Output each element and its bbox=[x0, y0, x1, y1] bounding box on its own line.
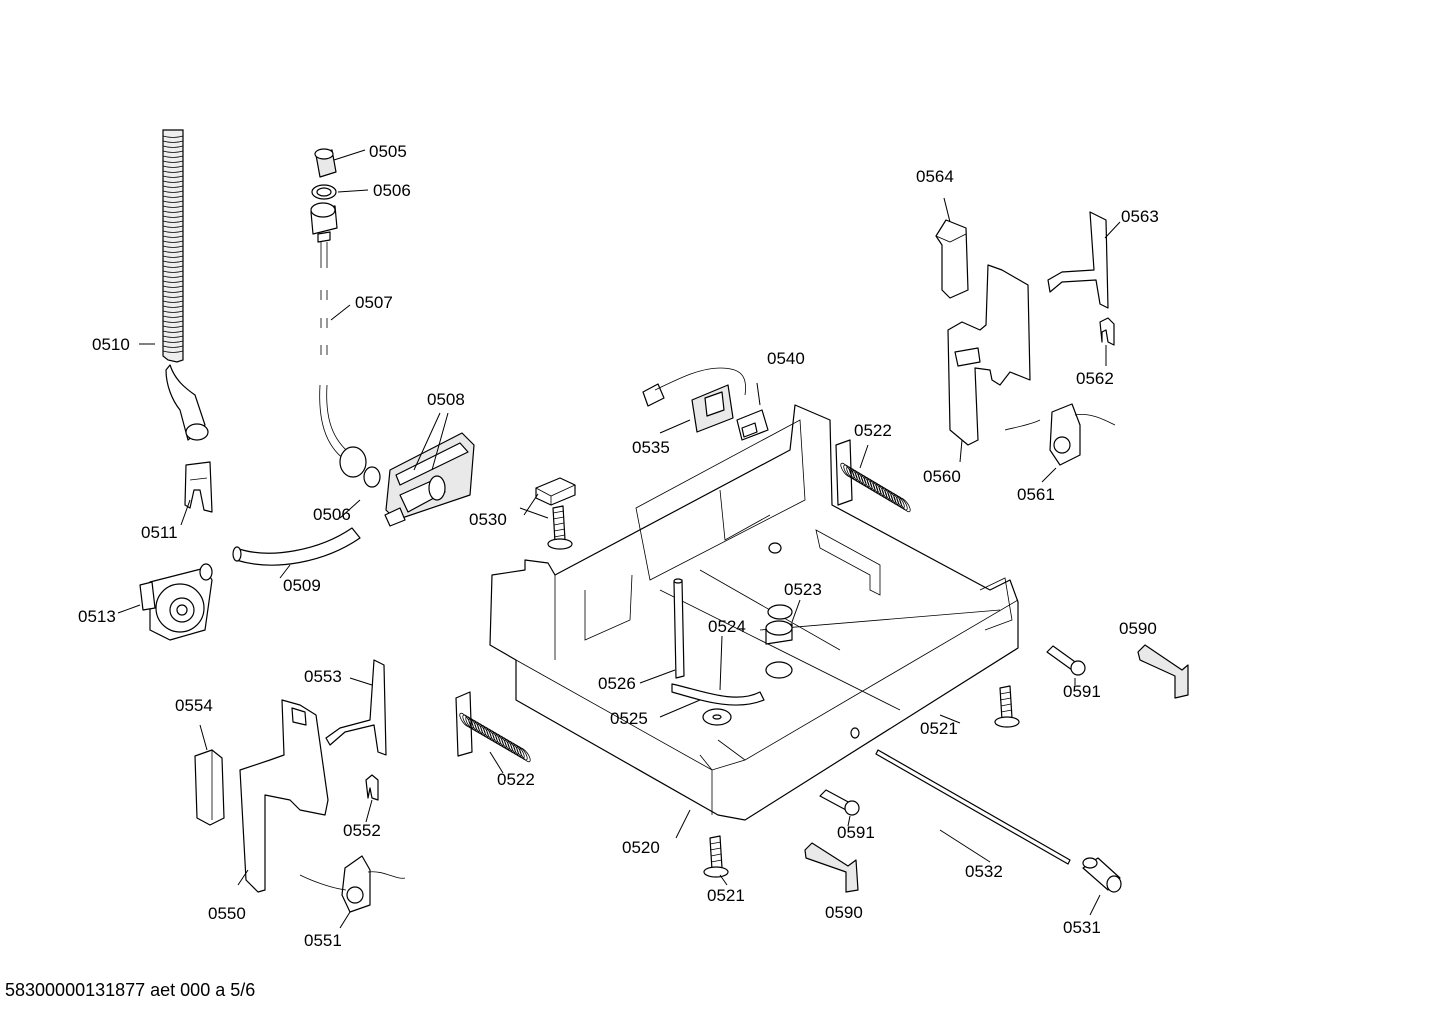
cover-0554-part bbox=[194, 749, 225, 826]
foot-screw-right-part bbox=[994, 685, 1020, 728]
spring-upper-part bbox=[835, 439, 911, 513]
sump-seal-part bbox=[765, 604, 793, 679]
label-0513: 0513 bbox=[78, 607, 116, 626]
cover-0564-part bbox=[935, 219, 969, 299]
label-0591-right: 0591 bbox=[1063, 682, 1101, 701]
bracket-0553-part bbox=[325, 659, 387, 756]
label-0532: 0532 bbox=[965, 862, 1003, 881]
label-0553: 0553 bbox=[304, 667, 342, 686]
inlet-valve-assembly-part bbox=[339, 432, 475, 527]
label-0505: 0505 bbox=[369, 142, 407, 161]
clip-0562-part bbox=[1099, 317, 1115, 346]
supply-hose-part bbox=[310, 202, 353, 461]
valve-cap-part bbox=[314, 148, 337, 178]
bracket-0550-part bbox=[239, 699, 329, 893]
adjusting-knob-part bbox=[1082, 857, 1122, 893]
label-0554: 0554 bbox=[175, 696, 213, 715]
screw-upper-part bbox=[1046, 645, 1086, 676]
label-0509: 0509 bbox=[283, 576, 321, 595]
label-0540: 0540 bbox=[767, 349, 805, 368]
label-0535: 0535 bbox=[632, 438, 670, 457]
bracket-and-disc-part bbox=[671, 683, 765, 726]
label-0552: 0552 bbox=[343, 821, 381, 840]
label-0510: 0510 bbox=[92, 335, 130, 354]
guide-rod-part bbox=[673, 578, 685, 679]
label-0521-right: 0521 bbox=[920, 719, 958, 738]
screw-lower-part bbox=[819, 789, 860, 816]
label-0523: 0523 bbox=[784, 580, 822, 599]
label-0530: 0530 bbox=[469, 510, 507, 529]
label-0550: 0550 bbox=[208, 904, 246, 923]
label-0561: 0561 bbox=[1017, 485, 1055, 504]
foot-screw-part bbox=[547, 505, 573, 550]
label-0560: 0560 bbox=[923, 467, 961, 486]
label-0551: 0551 bbox=[304, 931, 342, 950]
foot-screw-bottom-part bbox=[703, 835, 729, 878]
bracket-0560-part bbox=[947, 264, 1031, 446]
label-0563: 0563 bbox=[1121, 207, 1159, 226]
pump-part bbox=[139, 563, 213, 641]
label-0506-lower: 0506 bbox=[313, 505, 351, 524]
label-0564: 0564 bbox=[916, 167, 954, 186]
part-labels: 0505 0506 0507 0508 0506 0509 0510 0511 … bbox=[78, 142, 1159, 950]
base-frame-part bbox=[489, 404, 1019, 821]
label-0531: 0531 bbox=[1063, 918, 1101, 937]
bracket-0563-part bbox=[1047, 211, 1109, 309]
rail-upper-part bbox=[1137, 644, 1189, 699]
connecting-hose-part bbox=[232, 527, 361, 566]
label-0524: 0524 bbox=[708, 617, 746, 636]
label-0590-right: 0590 bbox=[1119, 619, 1157, 638]
foot-block-part bbox=[535, 477, 576, 506]
label-0506-upper: 0506 bbox=[373, 181, 411, 200]
sensor-0561-part bbox=[1004, 403, 1116, 466]
leader-lines bbox=[117, 149, 1121, 929]
rail-lower-part bbox=[804, 842, 859, 893]
label-0526: 0526 bbox=[598, 674, 636, 693]
label-0522-lower: 0522 bbox=[497, 770, 535, 789]
label-0525: 0525 bbox=[610, 709, 648, 728]
cable-harness-part bbox=[642, 367, 769, 441]
seal-ring-part bbox=[311, 184, 337, 200]
label-0522-upper: 0522 bbox=[854, 421, 892, 440]
document-code: 58300000131877 aet 000 a 5/6 bbox=[5, 980, 256, 1000]
hose-clip-part bbox=[184, 461, 213, 513]
adjusting-rod-part bbox=[875, 749, 1071, 865]
label-0521-bottom: 0521 bbox=[707, 886, 745, 905]
drain-hose-part bbox=[162, 129, 209, 441]
label-0511: 0511 bbox=[141, 523, 178, 542]
label-0590-bottom: 0590 bbox=[825, 903, 863, 922]
sensor-0551-part bbox=[299, 855, 406, 913]
clip-0552-part bbox=[365, 774, 379, 801]
label-0507: 0507 bbox=[355, 293, 393, 312]
label-0591-bottom: 0591 bbox=[837, 823, 875, 842]
label-0520: 0520 bbox=[622, 838, 660, 857]
label-0508: 0508 bbox=[427, 390, 465, 409]
label-0562: 0562 bbox=[1076, 369, 1114, 388]
spring-lower-part bbox=[455, 691, 531, 763]
